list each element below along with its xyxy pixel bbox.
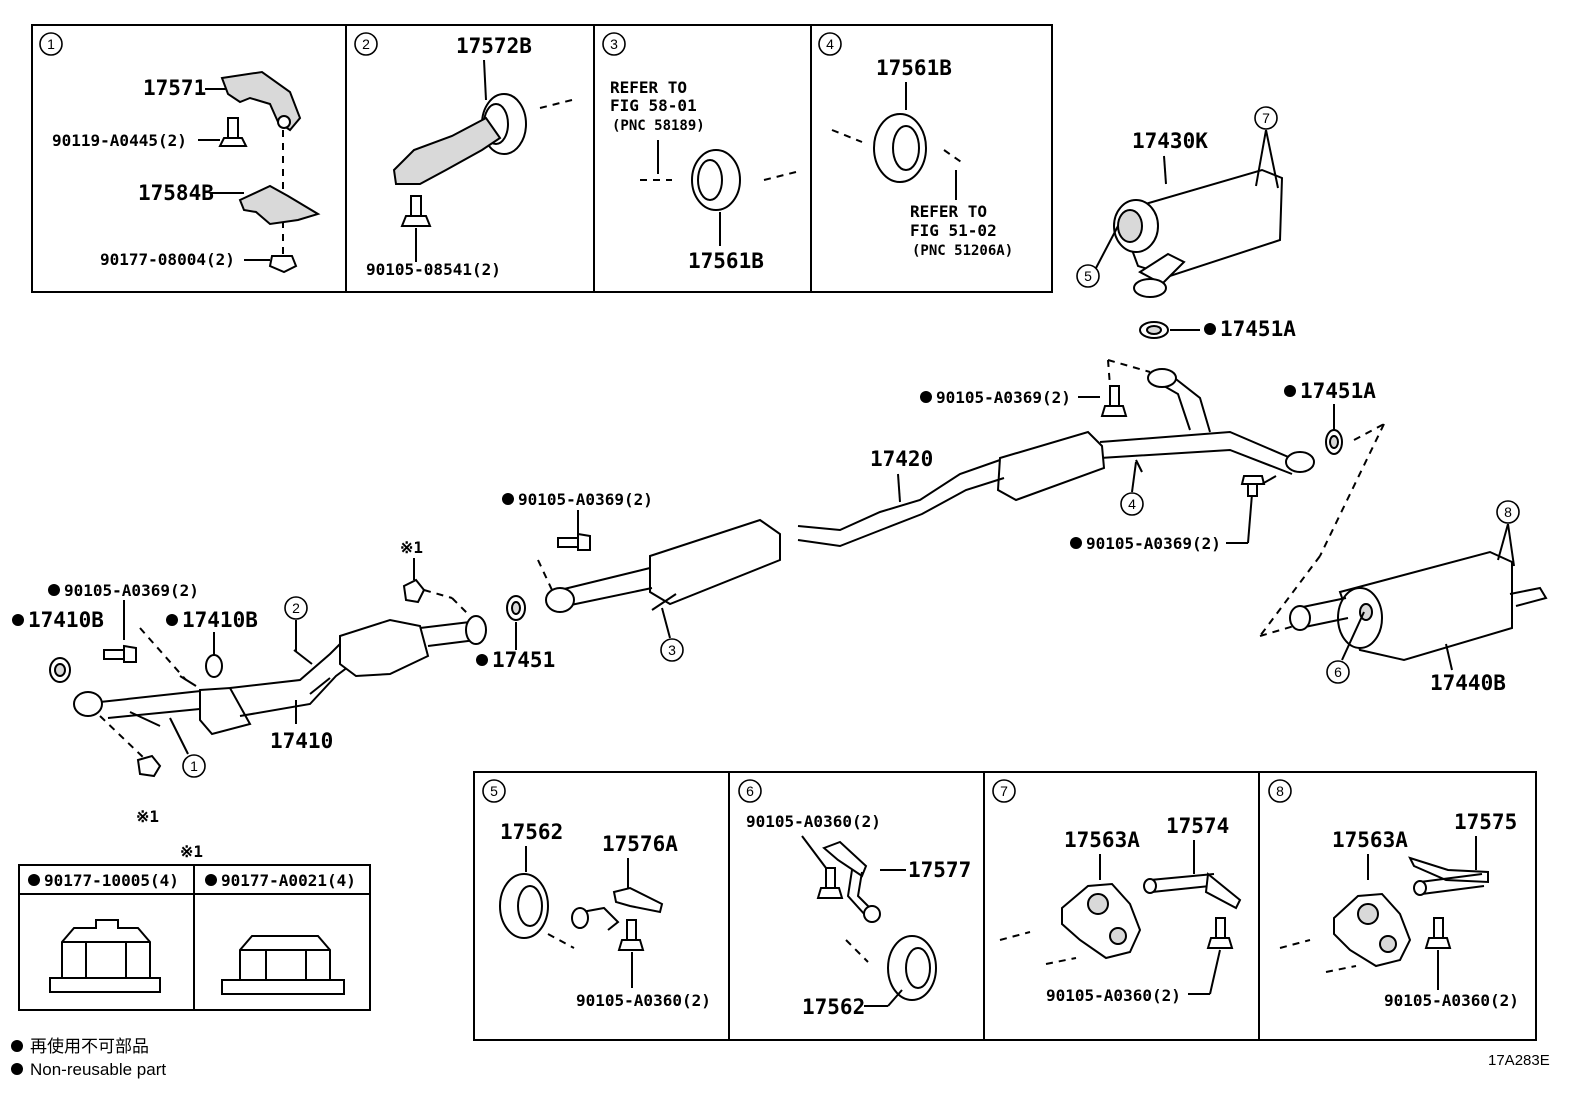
inset-7: 7 17563A 17574 90105-A0360(2)	[992, 779, 1242, 1005]
nut-drawing-2	[221, 935, 345, 995]
inset-2: 2 17572B 90105-08541(2)	[354, 32, 573, 279]
inset-4-number: 4	[826, 36, 834, 52]
inset-6-number: 6	[746, 783, 754, 799]
label-17451: 17451	[492, 648, 555, 672]
bolt-top: 90105-A0369(2)	[920, 359, 1151, 417]
bolt-front: 90105-A0369(2)	[48, 581, 199, 681]
center-pipe-17420: 17420 4 3	[545, 368, 1315, 662]
inset-5: 5 17562 17576A 90105-A0360(2)	[482, 779, 711, 1010]
refer-text-3: (PNC 58189)	[612, 118, 705, 134]
label-17451a-right: 17451A	[1300, 379, 1376, 403]
label-90105-a0360-inset6: 90105-A0360(2)	[746, 812, 881, 831]
inset-6: 6 90105-A0360(2) 17577 17562	[738, 779, 971, 1019]
gasket-17451: 17451	[476, 595, 555, 672]
nut-drawing-1	[49, 919, 161, 993]
nut-table-mark: ※1	[180, 842, 203, 861]
label-17563a-inset7: 17563A	[1064, 828, 1140, 852]
nut-ref-bottom: ※1	[99, 715, 162, 826]
label-90119-a0445: 90119-A0445(2)	[52, 131, 187, 150]
label-17440b: 17440B	[1430, 671, 1506, 695]
inset-5-number: 5	[490, 783, 498, 799]
label-17451a-top: 17451A	[1220, 317, 1296, 341]
tail-muffler-17440b: 8 6 17440B	[1289, 500, 1548, 695]
label-bolt-top: 90105-A0369(2)	[936, 388, 1071, 407]
label-90177-08004: 90177-08004(2)	[100, 250, 235, 269]
ref-mark-top: ※1	[400, 538, 423, 557]
inset-3: 3 REFER TO FIG 58-01 (PNC 58189) 17561B	[602, 32, 797, 273]
label-90105-a0360-inset7: 90105-A0360(2)	[1046, 986, 1181, 1005]
ref-mark-bottom: ※1	[136, 807, 159, 826]
label-17577: 17577	[908, 858, 971, 882]
label-17575: 17575	[1454, 810, 1517, 834]
refer-text-4: REFER TO	[910, 202, 987, 221]
legend-line-2: Non-reusable part	[30, 1060, 166, 1079]
inset-7-number: 7	[1000, 783, 1008, 799]
refer-text-6: (PNC 51206A)	[912, 243, 1013, 259]
inset-8-number: 8	[1276, 783, 1284, 799]
label-17561b-inset3: 17561B	[688, 249, 764, 273]
nut-table-col1: 90177-10005(4)	[44, 871, 179, 890]
nut-table: ※1 90177-10005(4) 90177-A0021(4)	[18, 842, 371, 1011]
label-17584b: 17584B	[138, 181, 214, 205]
inset-1: 1 17571 90119-A0445(2) 17584B 90177-0800…	[39, 32, 321, 274]
gasket-17410b-mid: 17410B	[166, 608, 258, 678]
callout-4: 4	[1128, 496, 1136, 512]
label-bolt-center: 90105-A0369(2)	[518, 490, 653, 509]
inset-3-number: 3	[610, 36, 618, 52]
label-90105-a0360-inset5: 90105-A0360(2)	[576, 991, 711, 1010]
label-17420: 17420	[870, 447, 933, 471]
top-insets	[31, 24, 1053, 293]
callout-3: 3	[668, 642, 676, 658]
nut-ref-top: ※1	[400, 538, 471, 617]
muffler-17430k: 17430K 7 5	[1076, 106, 1284, 298]
callout-2: 2	[292, 600, 300, 616]
label-90105-08541: 90105-08541(2)	[366, 260, 501, 279]
label-90105-a0360-inset8: 90105-A0360(2)	[1384, 991, 1519, 1010]
refer-text-5: FIG 51-02	[910, 221, 997, 240]
bracket-17584b	[238, 184, 321, 226]
label-17572b: 17572B	[456, 34, 532, 58]
label-17410: 17410	[270, 729, 333, 753]
label-bolt-right: 90105-A0369(2)	[1086, 534, 1221, 553]
gasket-17451a-top: 17451A	[1139, 317, 1296, 341]
callout-5: 5	[1084, 268, 1092, 284]
gasket-17451a-right: 17451A	[1284, 379, 1376, 455]
inset-4: 4 17561B REFER TO FIG 51-02 (PNC 51206A)	[818, 32, 1013, 259]
refer-text-1: REFER TO	[610, 78, 687, 97]
tail-connection-dash	[1259, 423, 1385, 637]
label-17562-inset6: 17562	[802, 995, 865, 1019]
refer-text-2: FIG 58-01	[610, 96, 697, 115]
callout-7: 7	[1262, 110, 1270, 126]
legend: 再使用不可部品 Non-reusable part	[11, 1036, 166, 1079]
legend-line-1: 再使用不可部品	[30, 1036, 149, 1056]
label-17430k: 17430K	[1132, 129, 1208, 153]
callout-8: 8	[1504, 504, 1512, 520]
gasket-17410b-left: 17410B	[12, 608, 104, 683]
callout-6: 6	[1334, 664, 1342, 680]
nut-table-col2: 90177-A0021(4)	[221, 871, 356, 890]
label-17410b-left: 17410B	[28, 608, 104, 632]
label-17574: 17574	[1166, 814, 1229, 838]
front-pipe-17410: 2 17410 1	[73, 596, 487, 778]
bolt-right: 90105-A0369(2)	[1070, 475, 1277, 553]
label-17562-inset5: 17562	[500, 820, 563, 844]
bolt-center: 90105-A0369(2)	[502, 490, 653, 591]
label-17563a-inset8: 17563A	[1332, 828, 1408, 852]
callout-1: 1	[190, 758, 198, 774]
label-bolt-front: 90105-A0369(2)	[64, 581, 199, 600]
inset-8: 8 17563A 17575 90105-A0360(2)	[1268, 779, 1519, 1010]
figure-code: 17A283E	[1488, 1052, 1550, 1069]
label-17576a: 17576A	[602, 832, 678, 856]
inset-1-number: 1	[47, 36, 55, 52]
label-17561b-inset4: 17561B	[876, 56, 952, 80]
inset-2-number: 2	[362, 36, 370, 52]
bottom-insets	[473, 771, 1537, 1041]
label-17410b-mid: 17410B	[182, 608, 258, 632]
bracket-17572b	[392, 116, 502, 185]
label-17571: 17571	[143, 76, 206, 100]
